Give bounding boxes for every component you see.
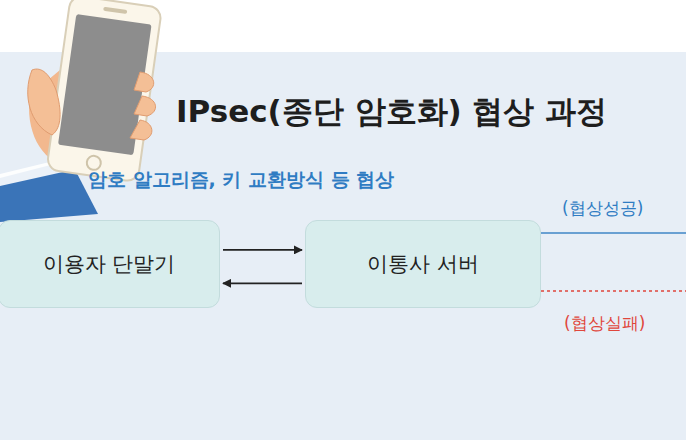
failure-label: (협상실패) (564, 312, 645, 335)
finger (134, 96, 156, 116)
process-box: 이통사 서버 (305, 220, 541, 308)
exchange-arrow (223, 282, 302, 284)
subtitle: 암호 알고리즘, 키 교환방식 등 협상 (88, 167, 394, 193)
failure-line (541, 290, 686, 292)
process-box: 이용자 단말기 (0, 220, 220, 308)
box-label: 이용자 단말기 (43, 250, 176, 278)
phone (46, 0, 162, 182)
finger (130, 120, 152, 140)
success-label: (협상성공) (562, 197, 643, 220)
box-label: 이통사 서버 (367, 250, 479, 278)
success-line (541, 232, 686, 234)
exchange-arrow (223, 249, 302, 251)
finger (134, 72, 154, 92)
diagram-title: IPsec(종단 암호화) 협상 과정 (176, 91, 607, 133)
thumb (28, 69, 60, 135)
